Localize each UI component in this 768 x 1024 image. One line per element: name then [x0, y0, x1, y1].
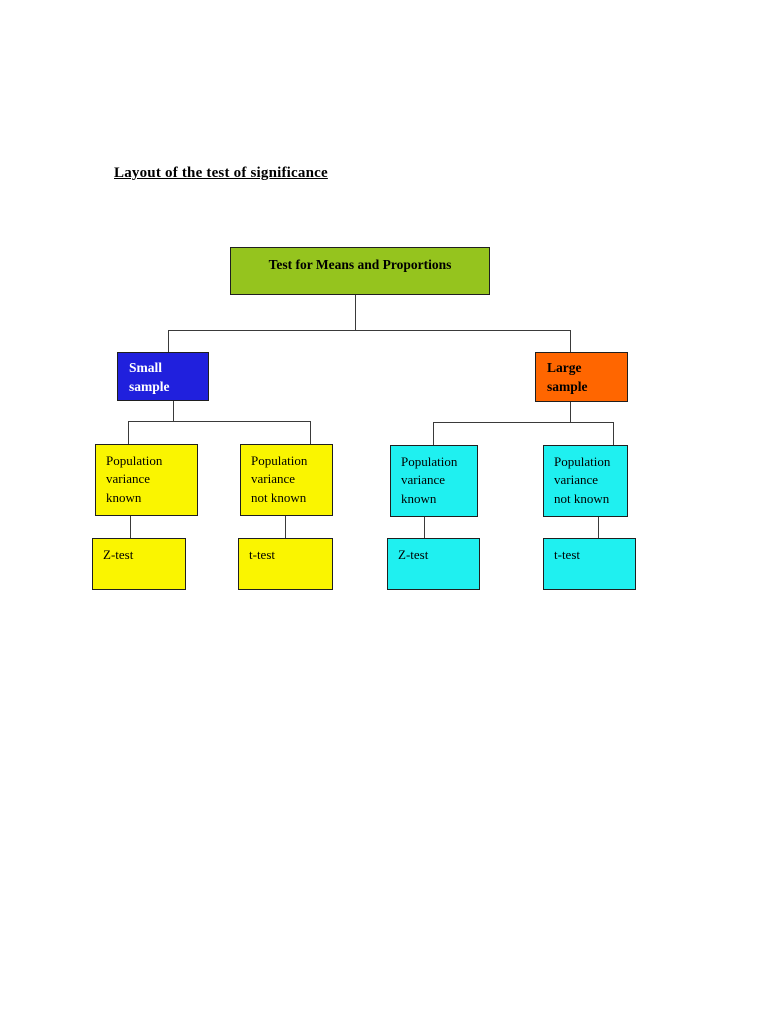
connector-small-out	[173, 401, 175, 421]
connector-ztest-yellow-drop	[130, 516, 132, 538]
connector-cyan-known-drop	[433, 422, 435, 445]
page-title: Layout of the test of significance	[114, 165, 328, 181]
node-large-population-variance-known: Population variance known	[390, 445, 478, 517]
connector-ttest-yellow-drop	[285, 516, 287, 538]
connector-large-drop	[570, 330, 572, 352]
connector-yellow-known-drop	[128, 421, 130, 444]
connector-yellow-notknown-drop	[310, 421, 312, 444]
connector-small-drop	[168, 330, 170, 352]
node-ttest-small-sample: t-test	[238, 538, 333, 590]
node-ttest-large-sample: t-test	[543, 538, 636, 590]
node-small-population-variance-known: Population variance known	[95, 444, 198, 516]
connector-large-out	[570, 402, 572, 422]
connector-level3-left-horizontal	[128, 421, 311, 423]
connector-ztest-cyan-drop	[424, 517, 426, 538]
connector-level3-right-horizontal	[433, 422, 614, 424]
connector-ttest-cyan-drop	[598, 517, 600, 538]
node-large-population-variance-not-known: Population variance not known	[543, 445, 628, 517]
node-small-sample: Small sample	[117, 352, 209, 401]
node-large-sample: Large sample	[535, 352, 628, 402]
connector-cyan-notknown-drop	[613, 422, 615, 445]
connector-root-drop	[355, 295, 357, 330]
node-small-population-variance-not-known: Population variance not known	[240, 444, 333, 516]
node-test-for-means-and-proportions: Test for Means and Proportions	[230, 247, 490, 295]
node-ztest-small-sample: Z-test	[92, 538, 186, 590]
connector-level2-horizontal	[168, 330, 571, 332]
node-ztest-large-sample: Z-test	[387, 538, 480, 590]
